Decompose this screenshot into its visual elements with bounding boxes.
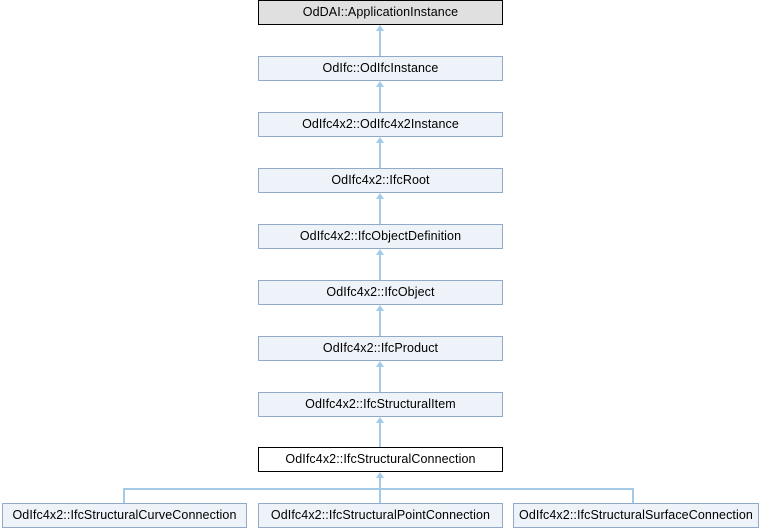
class-node-od-ifc-od-ifc-instance[interactable]: OdIfc::OdIfcInstance bbox=[258, 56, 503, 81]
inheritance-arrow-icon bbox=[376, 305, 384, 311]
class-node-ifc-root[interactable]: OdIfc4x2::IfcRoot bbox=[258, 168, 503, 193]
inheritance-edge-line bbox=[379, 367, 381, 392]
inheritance-arrow-icon bbox=[376, 249, 384, 255]
inheritance-arrow-icon bbox=[376, 417, 384, 423]
class-node-ifc-structural-connection[interactable]: OdIfc4x2::IfcStructuralConnection bbox=[258, 447, 503, 472]
inheritance-edge-line bbox=[379, 255, 381, 280]
class-node-ifc-object[interactable]: OdIfc4x2::IfcObject bbox=[258, 280, 503, 305]
class-node-label: OdIfc4x2::IfcProduct bbox=[322, 341, 439, 355]
class-node-label: OdDAI::ApplicationInstance bbox=[302, 5, 459, 19]
class-node-ifc-structural-curve-connection[interactable]: OdIfc4x2::IfcStructuralCurveConnection bbox=[2, 503, 247, 528]
inheritance-arrow-icon bbox=[376, 25, 384, 31]
inheritance-edge-line bbox=[379, 199, 381, 224]
class-node-label: OdIfc4x2::IfcStructuralSurfaceConnection bbox=[519, 508, 753, 522]
inheritance-arrow-icon bbox=[376, 361, 384, 367]
inheritance-arrow-icon bbox=[376, 137, 384, 143]
inheritance-edge-line bbox=[379, 311, 381, 336]
inheritance-arrow-icon bbox=[376, 193, 384, 199]
class-node-label: OdIfc4x2::IfcStructuralCurveConnection bbox=[12, 508, 237, 522]
class-node-od-dai-application-instance[interactable]: OdDAI::ApplicationInstance bbox=[258, 0, 503, 25]
class-node-label: OdIfc4x2::IfcStructuralConnection bbox=[285, 452, 476, 466]
class-node-label: OdIfc4x2::IfcObjectDefinition bbox=[299, 229, 462, 243]
class-node-ifc-product[interactable]: OdIfc4x2::IfcProduct bbox=[258, 336, 503, 361]
class-node-ifc-structural-surface-connection[interactable]: OdIfc4x2::IfcStructuralSurfaceConnection bbox=[513, 503, 759, 528]
class-node-label: OdIfc4x2::OdIfc4x2Instance bbox=[302, 117, 459, 131]
inheritance-edge-line bbox=[379, 423, 381, 447]
class-node-ifc-structural-point-connection[interactable]: OdIfc4x2::IfcStructuralPointConnection bbox=[258, 503, 503, 528]
inheritance-edge-line bbox=[379, 87, 381, 112]
class-node-label: OdIfc4x2::IfcStructuralPointConnection bbox=[270, 508, 491, 522]
class-node-ifc-object-definition[interactable]: OdIfc4x2::IfcObjectDefinition bbox=[258, 224, 503, 249]
inheritance-edge-line bbox=[632, 488, 634, 503]
class-node-label: OdIfc4x2::IfcObject bbox=[326, 285, 435, 299]
inheritance-edge-line bbox=[379, 31, 381, 56]
class-node-label: OdIfc4x2::IfcStructuralItem bbox=[305, 397, 456, 411]
inheritance-edge-line bbox=[123, 488, 125, 503]
class-node-label: OdIfc4x2::IfcRoot bbox=[331, 173, 430, 187]
inheritance-bus-line bbox=[123, 488, 634, 490]
class-node-ifc-structural-item[interactable]: OdIfc4x2::IfcStructuralItem bbox=[258, 392, 503, 417]
inheritance-arrow-icon bbox=[376, 472, 384, 478]
class-node-label: OdIfc::OdIfcInstance bbox=[322, 61, 439, 75]
class-node-od-ifc4x2-od-ifc4x2-instance[interactable]: OdIfc4x2::OdIfc4x2Instance bbox=[258, 112, 503, 137]
inheritance-edge-line bbox=[379, 478, 381, 503]
inheritance-arrow-icon bbox=[376, 81, 384, 87]
inheritance-edge-line bbox=[379, 143, 381, 168]
